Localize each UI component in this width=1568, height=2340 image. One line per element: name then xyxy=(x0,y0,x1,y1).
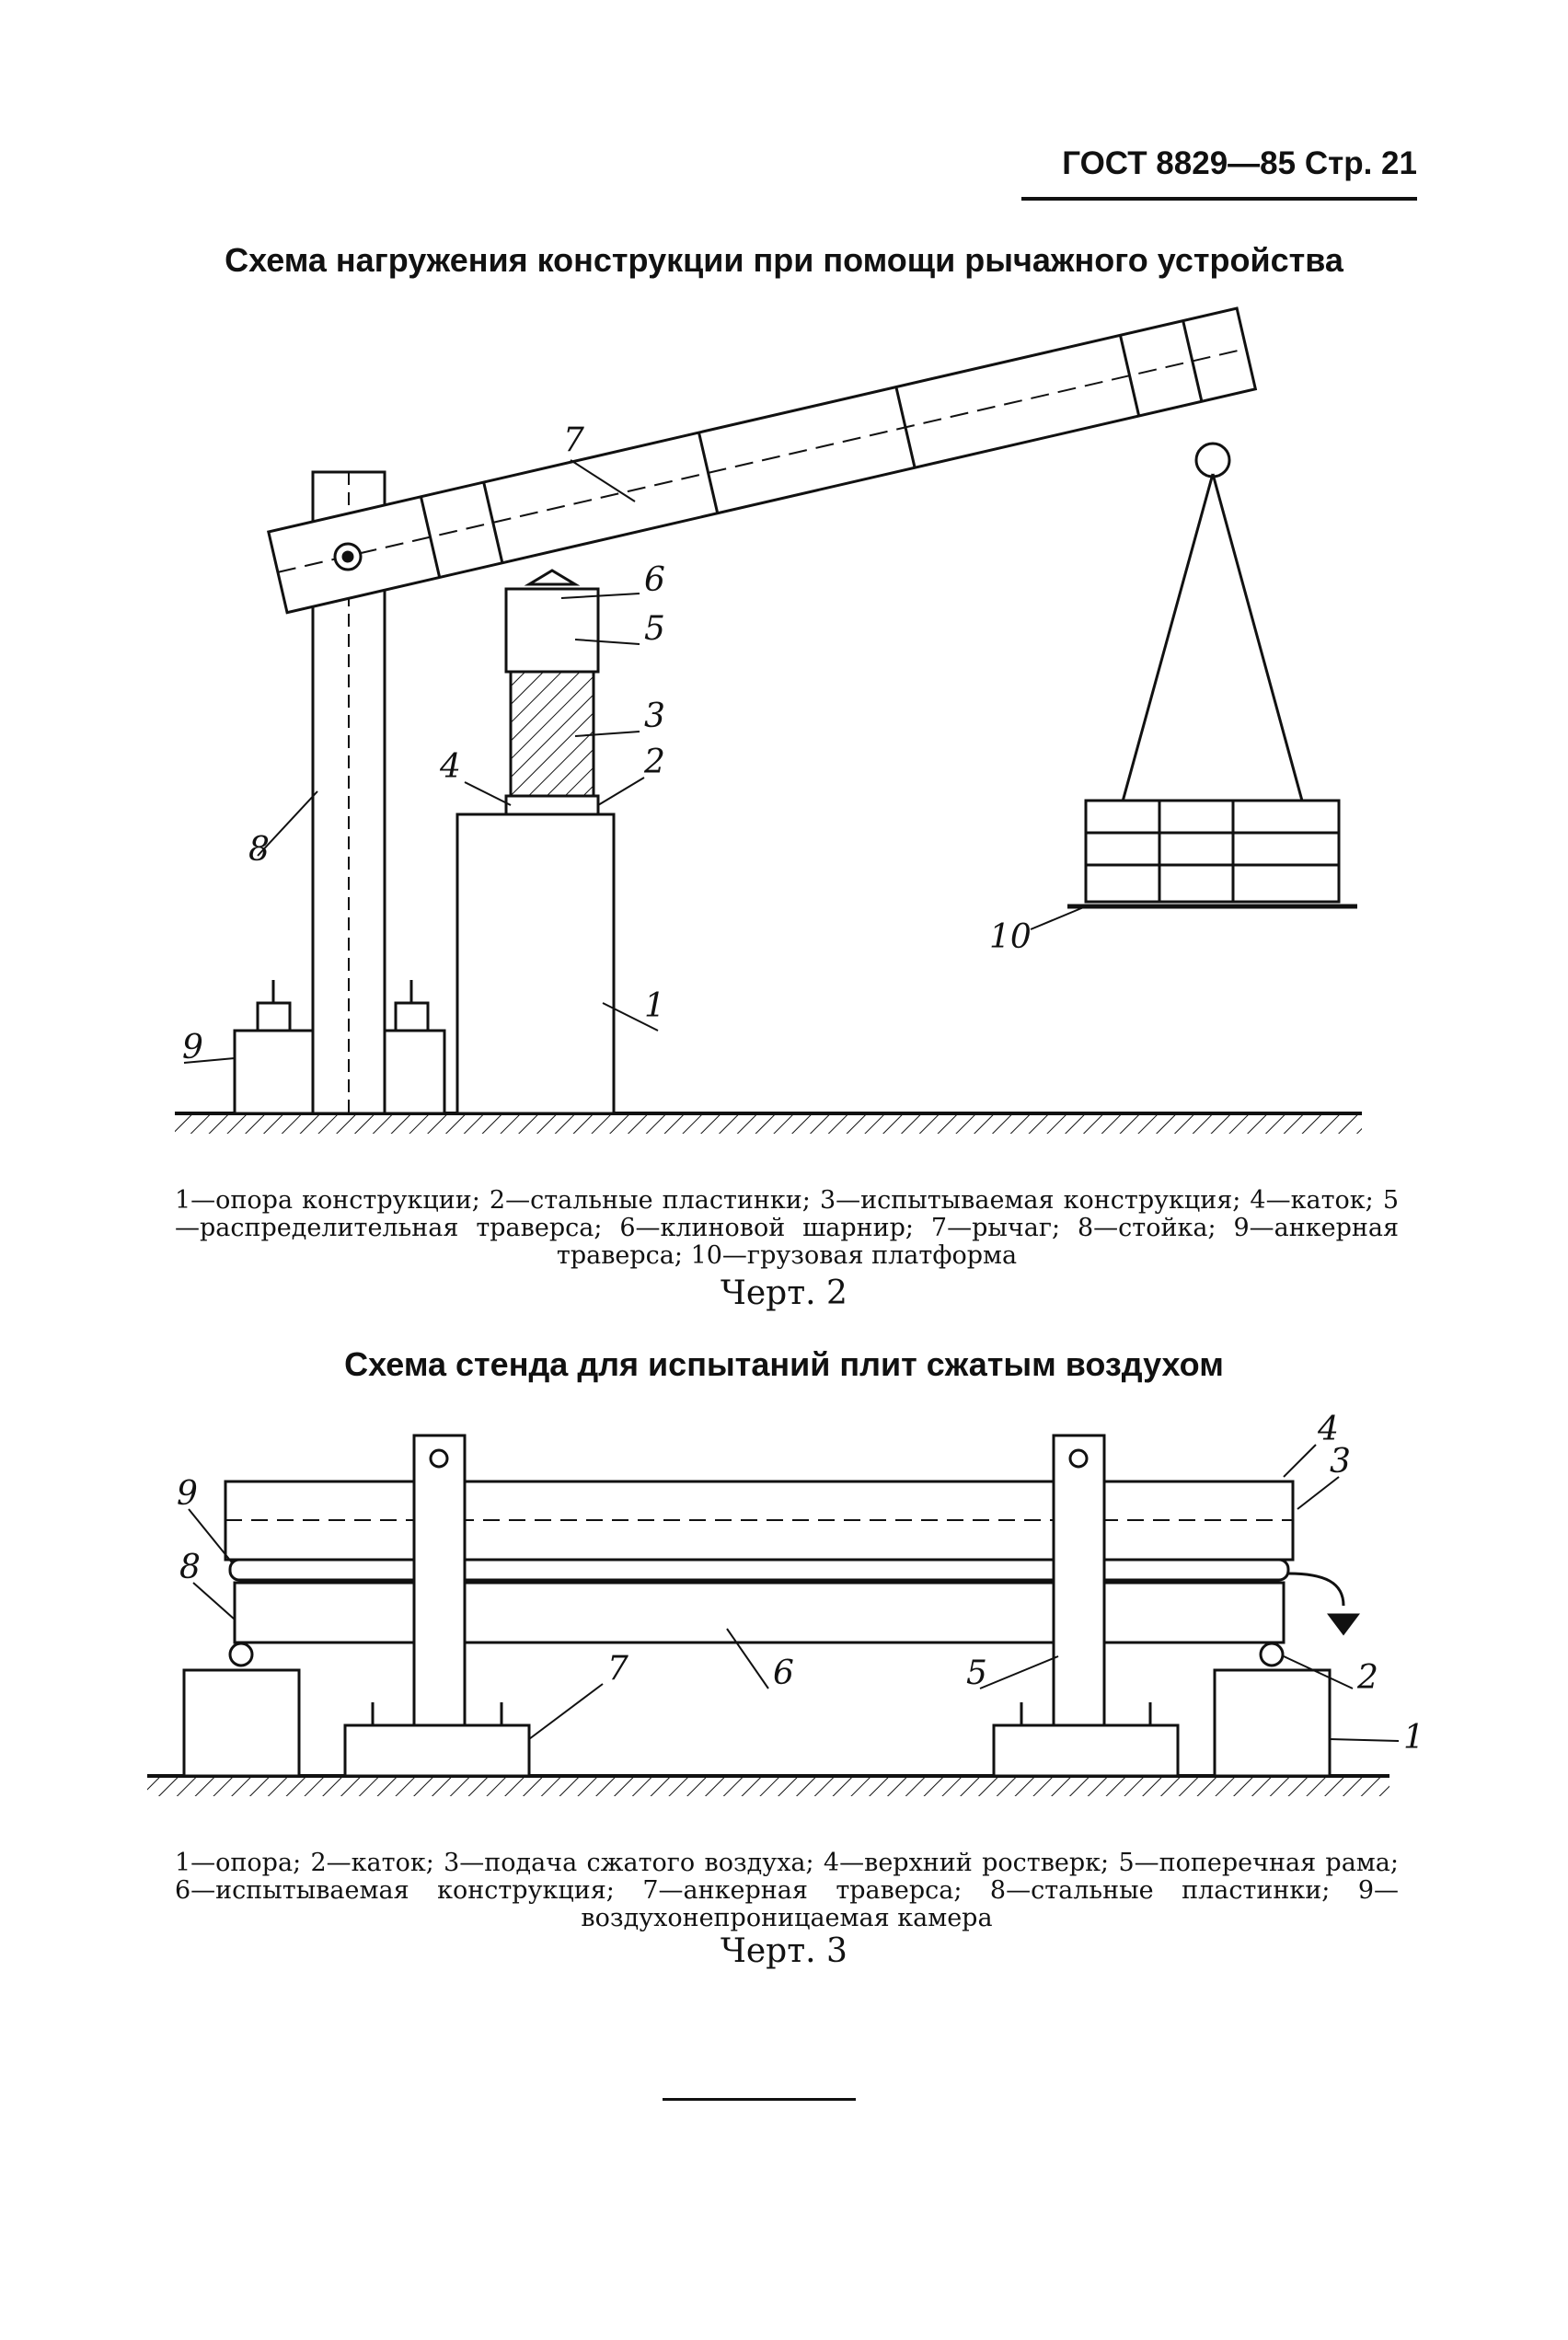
callout-8: 8 xyxy=(179,1549,201,1586)
figure-3-caption: 1—опора; 2—каток; 3—подача сжатого возду… xyxy=(175,1849,1399,1932)
callout-6: 6 xyxy=(644,561,665,599)
callout-9: 9 xyxy=(177,1475,198,1513)
callout-10: 10 xyxy=(989,918,1032,956)
callout-5: 5 xyxy=(644,610,665,648)
callout-2: 2 xyxy=(1356,1659,1378,1697)
callout-4: 4 xyxy=(1317,1411,1339,1448)
callout-6: 6 xyxy=(773,1654,794,1692)
end-rule xyxy=(663,2098,856,2101)
figure-2-title: Схема нагружения конструкции при помощи … xyxy=(225,241,1343,279)
callout-3: 3 xyxy=(1330,1443,1351,1481)
figure-3-drawing: 4 3 9 8 2 7 6 5 1 xyxy=(147,1411,1424,1796)
callout-7: 7 xyxy=(607,1650,628,1688)
page-header: ГОСТ 8829—85 Стр. 21 xyxy=(1021,140,1417,201)
callout-7: 7 xyxy=(563,421,584,459)
callout-1: 1 xyxy=(644,987,665,1025)
callout-9: 9 xyxy=(182,1029,203,1066)
figure-3-label: Черт. 3 xyxy=(721,1932,847,1970)
figure-3-title: Схема стенда для испытаний плит сжатым в… xyxy=(344,1345,1224,1383)
callout-8: 8 xyxy=(248,831,270,869)
callout-2: 2 xyxy=(643,743,665,781)
figure-2-caption: 1—опора конструкции; 2—стальные пластинк… xyxy=(175,1186,1399,1270)
callout-4: 4 xyxy=(439,748,461,786)
figure-2-drawing: 7 6 5 3 4 2 8 10 1 9 xyxy=(175,306,1362,1134)
callout-5: 5 xyxy=(966,1654,987,1692)
figure-2-label: Черт. 2 xyxy=(721,1274,847,1312)
callout-1: 1 xyxy=(1403,1719,1424,1757)
callout-3: 3 xyxy=(644,697,665,735)
